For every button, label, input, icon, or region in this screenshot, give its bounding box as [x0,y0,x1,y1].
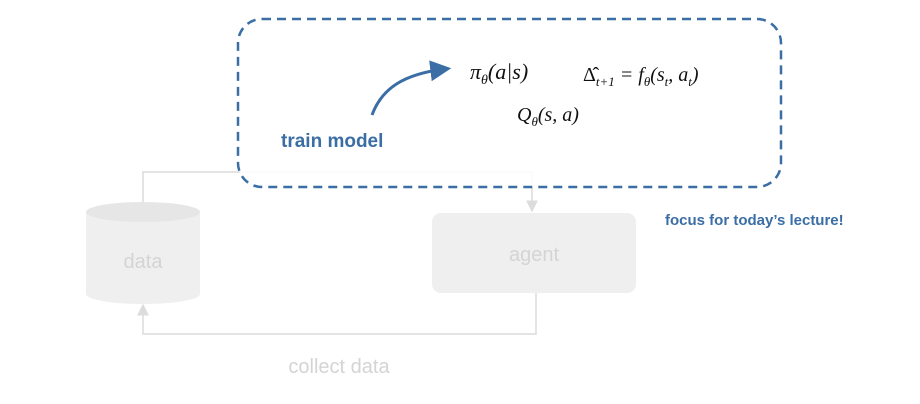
train-model-highlight-box [236,17,783,189]
train-model-label: train model [281,131,383,152]
focus-note: focus for today’s lecture! [665,212,844,229]
policy-arguments: (a|s) [488,59,528,84]
q-theta-subscript: θ [531,114,538,129]
delta-hat-symbol: Δ̂ [583,64,600,86]
agent-node: agent [432,213,636,293]
dynamics-a-subscript: t [688,74,692,89]
data-cylinder-body [86,212,200,304]
policy-theta-subscript: θ [481,73,488,88]
dynamics-theta-subscript: θ [644,74,651,89]
dynamics-comma-a: , a [668,64,688,86]
dynamics-equals-f: = f [615,64,646,86]
policy-formula: πθ(a|s) [470,59,528,88]
agent-box [432,213,636,293]
collect-data-label: collect data [288,356,390,378]
data-cylinder-top [86,202,200,222]
dynamics-s-subscript: t [665,74,669,89]
dynamics-close-paren: ) [691,64,699,86]
dynamics-open-args: (s [650,64,665,86]
data-store-node: data [86,202,200,304]
data-node-label: data [124,251,164,273]
agent-to-data-connector [137,293,537,335]
q-function-formula: Qθ(s, a) [517,104,579,129]
dynamics-formula: Δ̂t+1 = fθ(st, at) [583,64,699,89]
train-model-arrow [370,60,452,116]
q-symbol: Q [517,104,532,126]
q-arguments: (s, a) [538,104,579,126]
agent-node-label: agent [509,244,559,266]
policy-pi-symbol: π [470,59,482,84]
delta-subscript: t+1 [596,74,615,89]
